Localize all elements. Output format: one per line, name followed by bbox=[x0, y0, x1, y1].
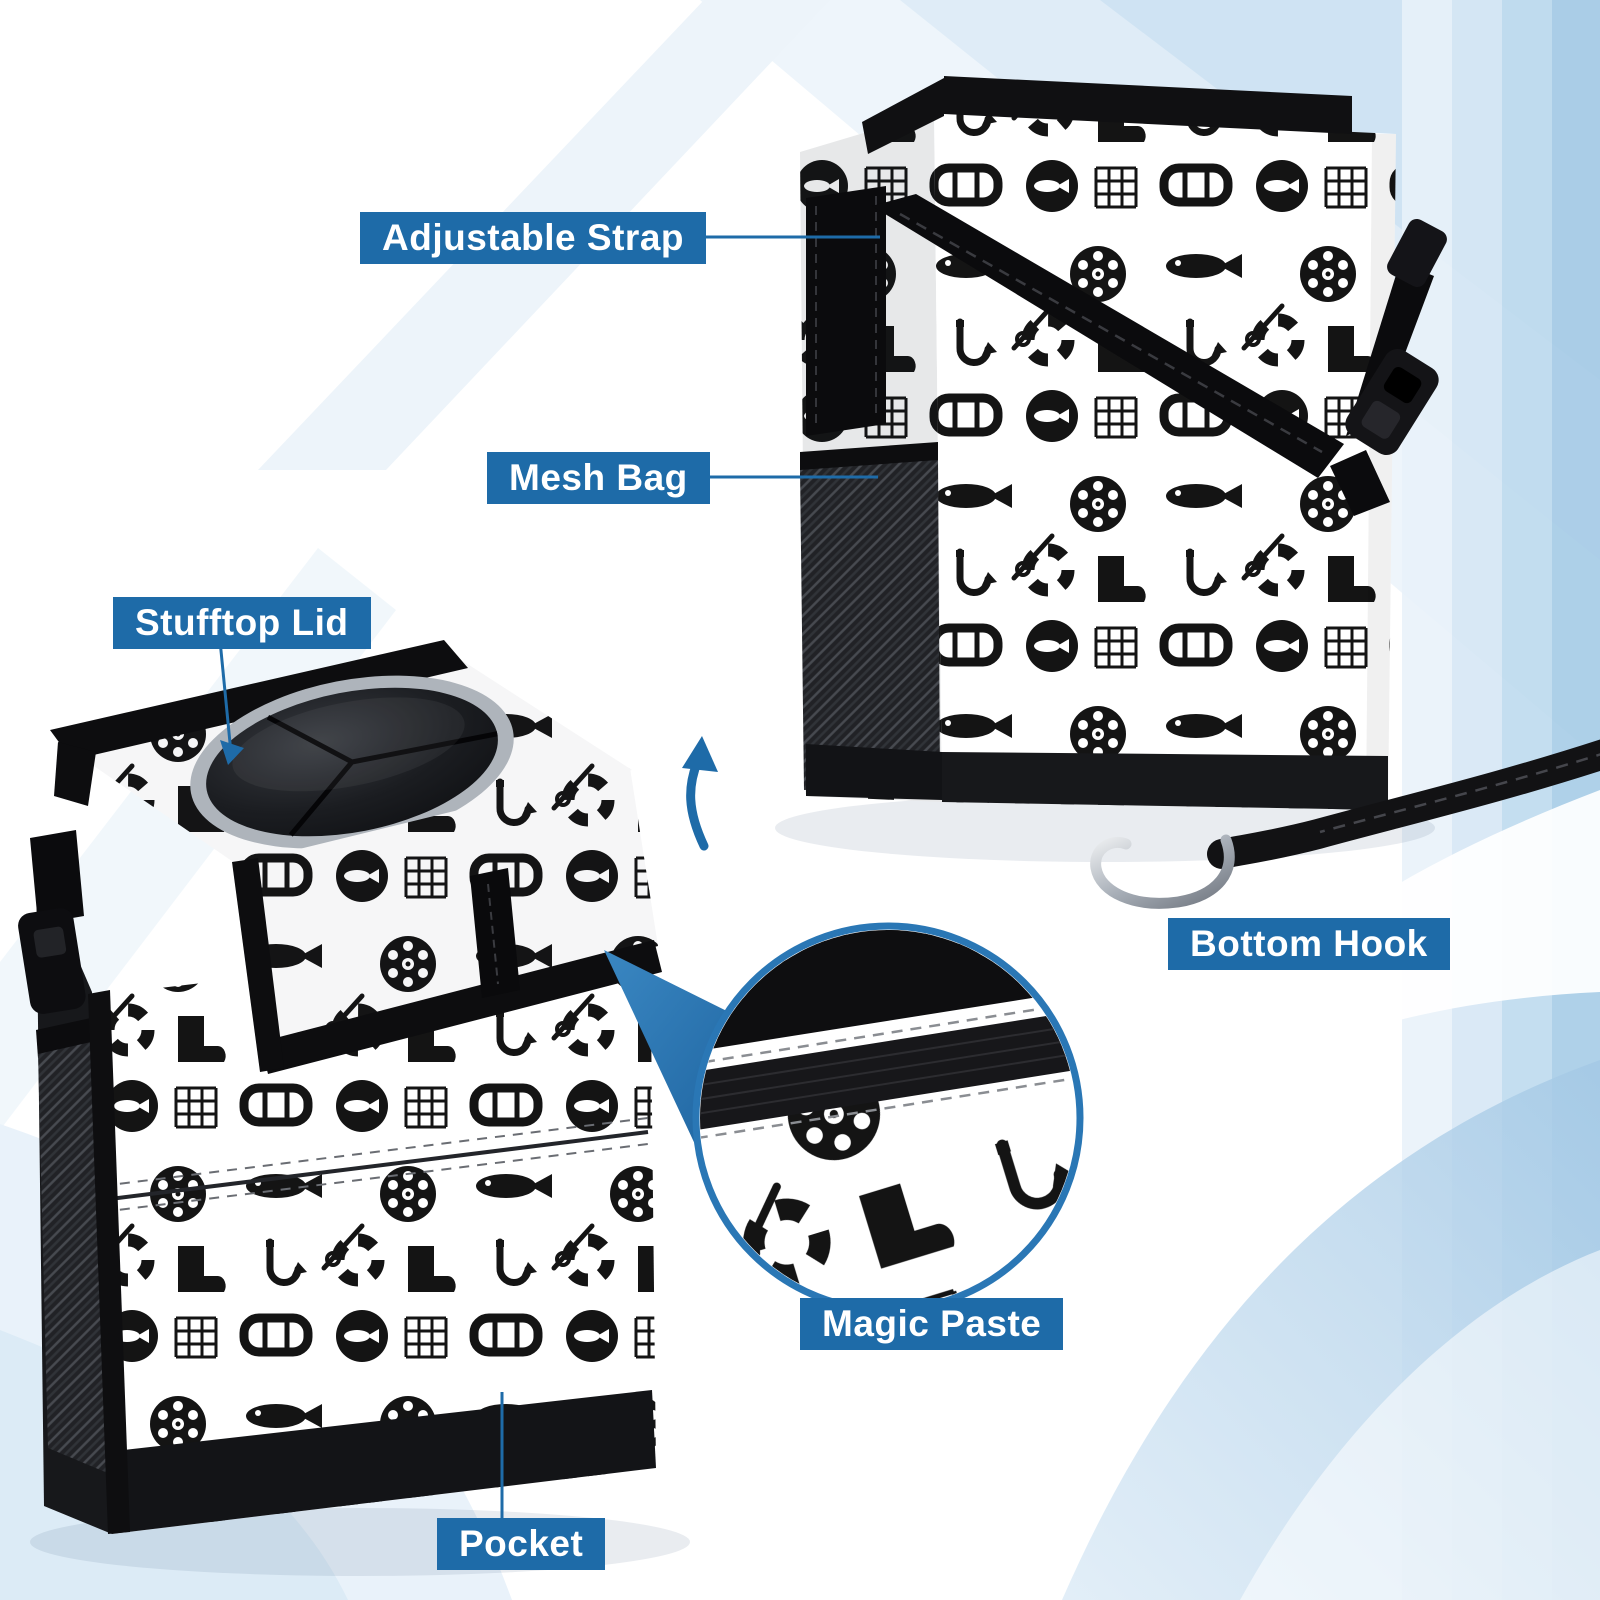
side-buckle bbox=[18, 908, 86, 1014]
left-bag-illustration bbox=[18, 640, 690, 1576]
stufftop-disc bbox=[190, 675, 514, 849]
callout-pocket: Pocket bbox=[437, 1518, 606, 1570]
callout-adjustable-strap: Adjustable Strap bbox=[360, 212, 706, 264]
callout-stufftop-lid: Stufftop Lid bbox=[113, 597, 371, 649]
strap-buckle bbox=[1345, 348, 1439, 456]
bottom-hook-illustration bbox=[1090, 739, 1600, 909]
callout-bottom-hook: Bottom Hook bbox=[1168, 918, 1450, 970]
callout-mesh-bag: Mesh Bag bbox=[487, 452, 710, 504]
right-bag-illustration bbox=[775, 76, 1447, 862]
up-arrow-icon bbox=[682, 736, 718, 851]
callout-magic-paste: Magic Paste bbox=[800, 1298, 1064, 1350]
